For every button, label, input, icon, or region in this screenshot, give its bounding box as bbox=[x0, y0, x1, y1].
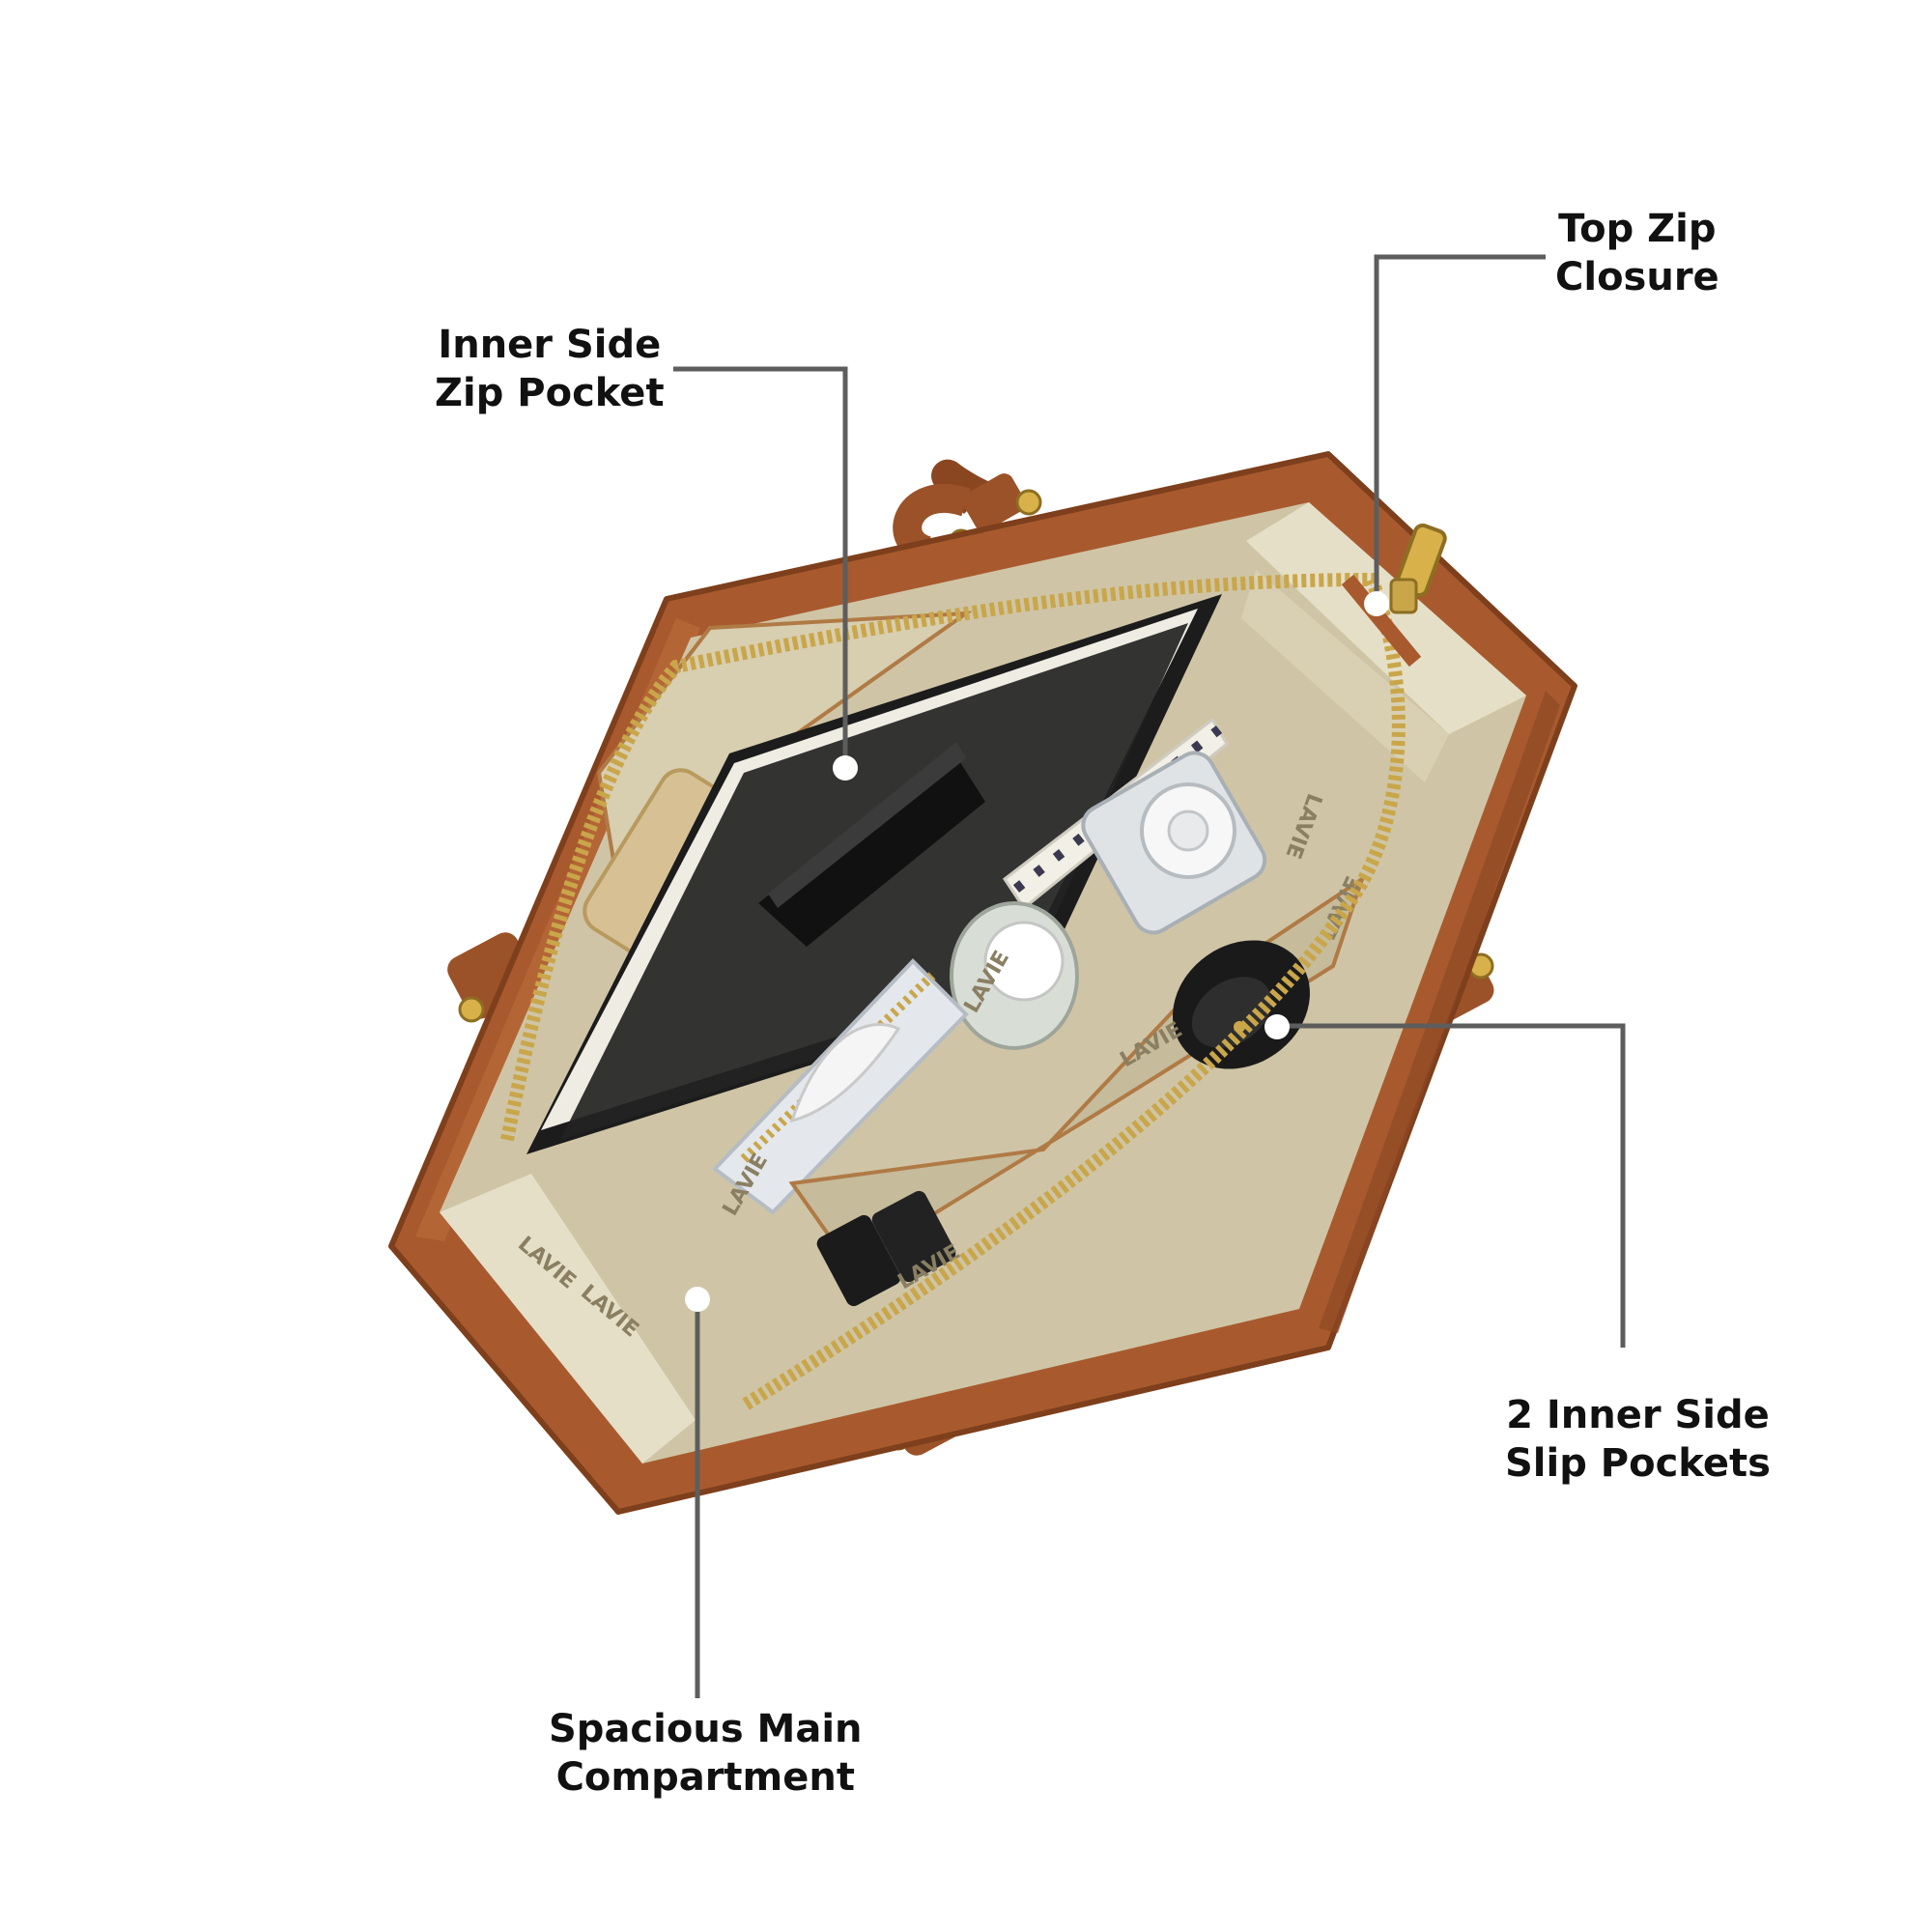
callout-line: Top Zip bbox=[1558, 207, 1717, 251]
perfume-bottle bbox=[1081, 751, 1267, 935]
callout-line: Inner Side bbox=[438, 323, 662, 367]
leader-line-slip-pockets bbox=[1275, 1023, 1626, 1348]
anchor-dot-main-compartment bbox=[685, 1287, 710, 1312]
callout-line: Zip Pocket bbox=[435, 371, 665, 415]
zip-puller-icon bbox=[1389, 523, 1447, 614]
leader-line-top-zip bbox=[1374, 254, 1546, 599]
lipsticks bbox=[816, 1190, 956, 1307]
cosmetic-jar bbox=[950, 901, 1079, 1050]
callout-inner-side-slip-pockets: 2 Inner Side Slip Pockets bbox=[1505, 1391, 1771, 1488]
leader-line-inner-zip-pocket bbox=[673, 366, 848, 768]
callout-line: 2 Inner Side bbox=[1506, 1393, 1770, 1437]
anchor-dots bbox=[685, 591, 1389, 1312]
callout-line: Closure bbox=[1555, 255, 1719, 299]
notebook bbox=[526, 594, 1222, 1154]
callout-spacious-main-compartment: Spacious Main Compartment bbox=[549, 1705, 863, 1802]
callout-line: Spacious Main bbox=[549, 1707, 863, 1751]
callout-line: Slip Pockets bbox=[1505, 1441, 1771, 1486]
anchor-dot-inner-zip-pocket bbox=[833, 755, 858, 781]
callout-inner-side-zip-pocket: Inner Side Zip Pocket bbox=[435, 321, 665, 417]
white-pouch bbox=[711, 958, 969, 1215]
anchor-dot-top-zip bbox=[1364, 591, 1389, 616]
anchor-dot-slip-pockets bbox=[1264, 1014, 1290, 1039]
callout-line: Compartment bbox=[555, 1755, 855, 1800]
leader-lines bbox=[673, 254, 1626, 1698]
callout-top-zip-closure: Top Zip Closure bbox=[1555, 205, 1719, 301]
